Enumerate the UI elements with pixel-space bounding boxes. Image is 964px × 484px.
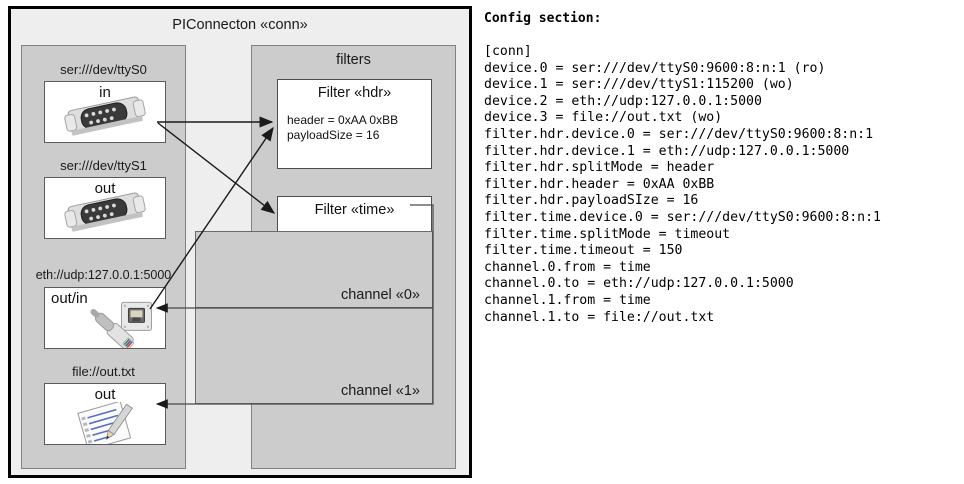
config-line: channel.1.to = file://out.txt [484, 309, 715, 325]
devices-panel: ser:///dev/ttyS0 in [21, 45, 186, 469]
device-direction-label: out [94, 180, 116, 197]
config-line: device.0 = ser:///dev/ttyS0:9600:8:n:1 (… [484, 60, 826, 76]
filters-panel-label: filters [336, 52, 371, 68]
device-caption-ttys1: ser:///dev/ttyS1 [60, 158, 147, 173]
device-box-ttys0[interactable]: in [44, 81, 166, 143]
device-box-file[interactable]: out [44, 383, 166, 445]
config-line: device.1 = ser:///dev/ttyS1:115200 (wo) [484, 77, 794, 93]
config-heading: Config section: [484, 11, 602, 26]
filter-prop-payloadsize: payloadSize = 16 [287, 128, 380, 142]
config-line: filter.time.device.0 = ser:///dev/ttyS0:… [484, 209, 881, 225]
config-text-block: [conn]device.0 = ser:///dev/ttyS0:9600:8… [484, 44, 960, 326]
channel-label: channel «1» [340, 383, 420, 399]
filter-box-hdr[interactable]: Filter «hdr» header = 0xAA 0xBB payloadS… [277, 79, 432, 169]
config-line: filter.hdr.device.0 = ser:///dev/ttyS0:9… [484, 126, 874, 142]
channel-box-0[interactable]: channel «0» [195, 231, 433, 308]
device-caption-file: file://out.txt [72, 364, 135, 379]
config-line: device.2 = eth://udp:127.0.0.1:5000 [484, 93, 762, 109]
channel-box-1[interactable]: channel «1» [195, 307, 433, 404]
device-caption-eth: eth://udp:127.0.0.1:5000 [35, 268, 172, 282]
text-document-pencil-icon [70, 402, 142, 444]
filter-title: Filter «time» [314, 202, 395, 218]
filter-prop-header: header = 0xAA 0xBB [287, 113, 399, 127]
device-caption-ttys0: ser:///dev/ttyS0 [60, 62, 147, 77]
filter-title: Filter «hdr» [317, 85, 392, 101]
config-line: filter.hdr.header = 0xAA 0xBB [484, 176, 715, 192]
config-panel: Config section: [conn]device.0 = ser:///… [482, 6, 960, 478]
connector-diagram: PIConnecton «conn» ser:///dev/ttyS0 in [8, 6, 472, 478]
device-direction-label: out [94, 386, 116, 403]
channel-label: channel «0» [340, 287, 420, 303]
config-line: device.3 = file://out.txt (wo) [484, 110, 723, 126]
serial-db9-connector-icon [59, 94, 151, 138]
serial-db9-connector-icon [59, 190, 151, 234]
config-line: channel.1.from = time [484, 292, 651, 308]
page-title: PIConnecton «conn» [172, 17, 308, 33]
device-direction-label: in [99, 84, 111, 101]
config-line: filter.time.timeout = 150 [484, 243, 683, 259]
config-line: filter.hdr.payloadSIze = 16 [484, 193, 699, 209]
config-line: [conn] [484, 44, 532, 59]
config-line: channel.0.to = eth://udp:127.0.0.1:5000 [484, 276, 794, 292]
ethernet-jack-cable-icon [81, 301, 165, 348]
device-box-ttys1[interactable]: out [44, 177, 166, 239]
device-box-eth[interactable]: out/in [44, 287, 166, 349]
config-line: filter.hdr.splitMode = header [484, 160, 715, 176]
device-direction-label: out/in [51, 290, 88, 307]
config-line: filter.time.splitMode = timeout [484, 226, 731, 242]
config-line: filter.hdr.device.1 = eth://udp:127.0.0.… [484, 143, 850, 159]
config-line: channel.0.from = time [484, 259, 651, 275]
